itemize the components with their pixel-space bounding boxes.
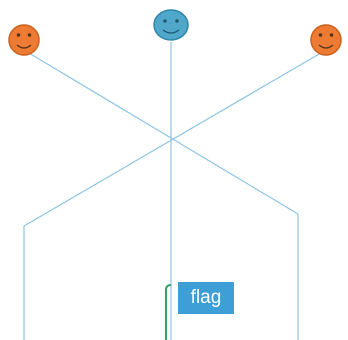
right-face-diagonal (23, 49, 327, 227)
center-face-right-eye (175, 19, 179, 23)
right-face-left-eye (318, 33, 323, 37)
flag-pole (165, 284, 172, 340)
left-face (8, 24, 40, 56)
right-face-head (310, 24, 342, 56)
left-face-right-eye (27, 33, 32, 37)
left-face-head (8, 24, 40, 56)
center-face-left-eye (163, 19, 167, 23)
faces-group (8, 9, 342, 56)
right-face-smile (318, 44, 334, 49)
left-face-smile (16, 44, 32, 49)
connector-lines (23, 42, 327, 340)
center-face-smile (162, 29, 180, 34)
flag-label-text: flag (190, 287, 222, 308)
right-face-right-eye (329, 33, 334, 37)
left-face-diagonal (23, 49, 299, 215)
right-face (310, 24, 342, 56)
flag-pole-line (165, 284, 172, 340)
center-face (153, 9, 189, 41)
left-face-left-eye (16, 33, 21, 37)
flag-label-box: flag (178, 282, 234, 314)
center-face-head (153, 9, 189, 41)
